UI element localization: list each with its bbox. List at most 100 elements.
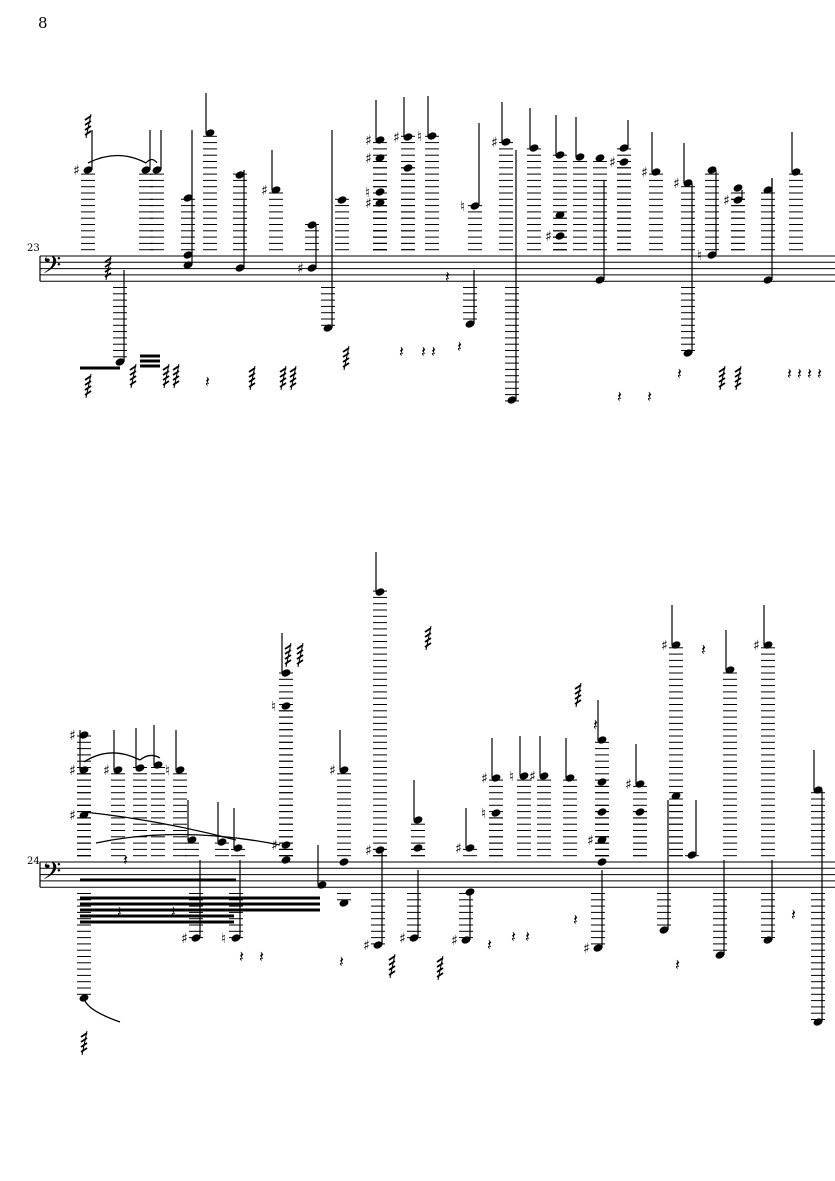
slur [83,997,121,1023]
tremolo-stem [85,113,92,139]
quarter-rest: 𝄽 [457,337,462,356]
bass-clef: 𝄢 [42,251,61,286]
tremolo-stroke [162,370,170,376]
natural-sign: ♮ [697,248,702,264]
notehead [763,936,773,944]
notehead [519,772,529,780]
notehead [409,934,419,942]
notehead [271,186,281,194]
sharp-sign: ♯ [261,183,268,199]
notehead [539,772,549,780]
notehead [413,816,423,824]
notehead [763,186,773,194]
notehead [231,934,241,942]
notehead [593,944,603,952]
notehead [281,702,291,710]
quarter-rest: 𝄽 [239,947,244,966]
tremolo-stem [575,682,582,708]
page-number: 8 [38,14,48,32]
sharp-sign: ♯ [609,155,616,171]
tremolo-stroke [80,1037,88,1043]
notehead [427,132,437,140]
notehead [725,666,735,674]
notehead [217,838,227,846]
notehead [597,778,607,786]
tremolo-stroke [172,380,180,386]
notehead [507,396,517,404]
quarter-rest: 𝄽 [675,955,680,974]
tremolo-stem [81,1030,88,1056]
quarter-rest: 𝄽 [525,927,530,946]
notehead [763,276,773,284]
tremolo-stroke [284,649,292,655]
notehead [233,844,243,852]
notehead [339,899,349,907]
notehead [375,136,385,144]
quarter-rest: 𝄽 [205,372,210,391]
tremolo-stem [425,625,432,651]
notehead [470,202,480,210]
tremolo-stroke [718,382,726,388]
tremolo-stroke [734,382,742,388]
notehead [375,154,385,162]
sharp-sign: ♯ [73,163,80,179]
quarter-rest: 𝄽 [339,952,344,971]
quarter-rest: 𝄽 [797,364,802,383]
tremolo-stroke [129,380,137,386]
sharp-sign: ♯ [583,941,590,957]
notehead [175,766,185,774]
notehead [555,232,565,240]
tremolo-stem [389,953,396,979]
tremolo-stroke [296,649,304,655]
notehead [555,151,565,159]
sharp-sign: ♯ [365,196,372,212]
quarter-rest: 𝄽 [123,850,128,869]
sharp-sign: ♯ [481,771,488,787]
tremolo-stem [719,365,726,391]
tremolo-stem [735,365,742,391]
quarter-rest: 𝄽 [593,715,598,734]
sharp-sign: ♯ [587,833,594,849]
notehead [597,736,607,744]
tremolo-stem [297,642,304,668]
notehead [235,171,245,179]
natural-sign: ♮ [417,129,422,145]
sharp-sign: ♯ [69,808,76,824]
notehead [619,144,629,152]
system-measure-24: 𝄢♯♯♯♯♮♯♮♮♯♯♯♯♯♯♯♯♮♮♯♯♯♯♯♯𝄽𝄽𝄽𝄽𝄽𝄽𝄽𝄽𝄽𝄽𝄽𝄽𝄽𝄽 [39,552,835,1056]
notehead [683,349,693,357]
notehead [79,731,89,739]
quarter-rest: 𝄽 [445,267,450,286]
notehead [575,153,585,161]
tremolo-stroke [84,390,92,396]
quarter-rest: 𝄽 [171,902,176,921]
quarter-rest: 𝄽 [487,935,492,954]
sharp-sign: ♯ [365,133,372,149]
system-measure-23: 𝄢♯♯♯♯♯♮♯♯♮♮♯♯♯♯♯♮♯𝄽𝄽𝄽𝄽𝄽𝄽𝄽𝄽𝄽𝄽𝄽𝄽𝄽 [39,93,835,406]
notehead [183,194,193,202]
quarter-rest: 𝄽 [807,364,812,383]
notehead [763,641,773,649]
tremolo-stem [290,365,297,391]
tremolo-stem [130,363,137,389]
notehead [187,836,197,844]
notehead [323,324,333,332]
notehead [307,264,317,272]
tremolo-stem [163,363,170,389]
tremolo-stroke [388,970,396,976]
natural-sign: ♮ [271,699,276,715]
tremolo-stem [105,255,112,281]
measure-number-24: 24 [27,856,40,867]
notehead [135,764,145,772]
sharp-sign: ♯ [723,193,730,209]
notehead [403,164,413,172]
notehead [597,808,607,816]
sharp-sign: ♯ [297,261,304,277]
notehead [235,264,245,272]
tremolo-stroke [436,962,444,968]
natural-sign: ♮ [481,806,486,822]
sharp-sign: ♯ [363,938,370,954]
sharp-sign: ♯ [271,838,278,854]
sharp-sign: ♯ [661,638,668,654]
notehead [595,276,605,284]
